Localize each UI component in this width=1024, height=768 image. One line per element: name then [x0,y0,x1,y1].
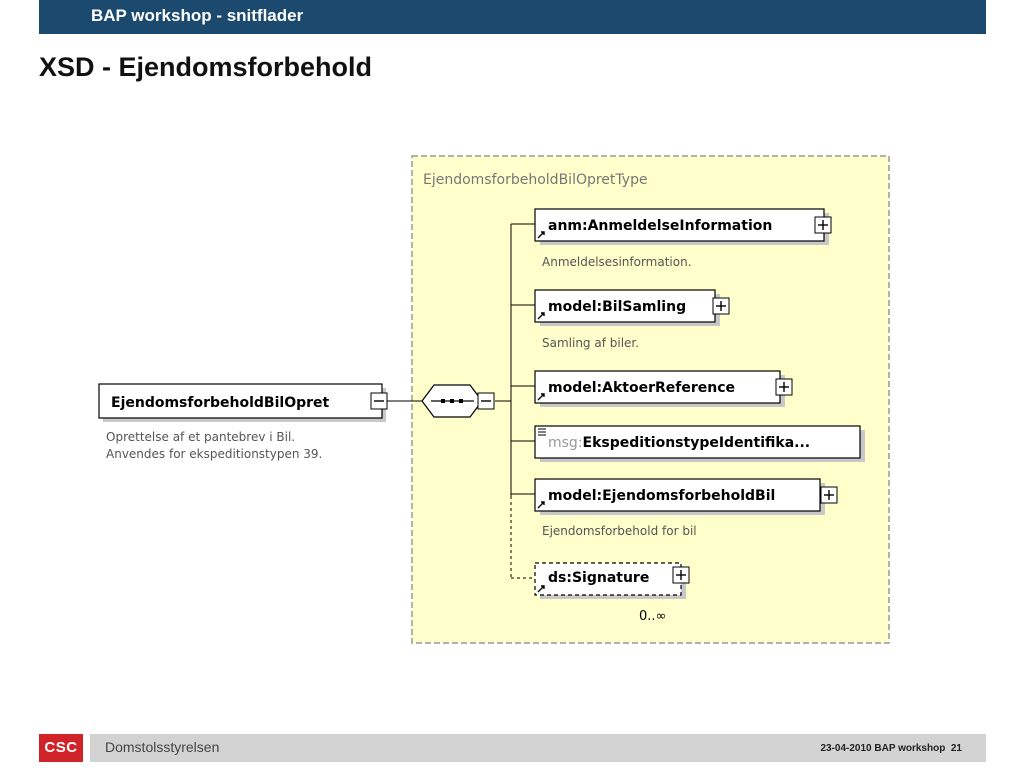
reference-arrow-icon [537,501,545,509]
collapse-icon[interactable] [477,392,495,410]
header-bar [39,0,986,34]
element-box-ejendomsforbeholdbil[interactable] [534,478,821,512]
expand-icon[interactable] [814,216,832,234]
footer-page-number: 21 [950,743,962,754]
element-local-name: EkspeditionstypeIdentifika... [583,435,811,451]
expand-icon[interactable] [820,486,838,504]
footer-date: 23-04-2010 [820,743,872,754]
header-title: BAP workshop - snitflader [91,6,304,25]
footer-event: BAP workshop [874,743,946,754]
element-doc-ejendomsforbeholdbil: Ejendomsforbehold for bil [542,524,697,538]
footer-meta: 23-04-2010 BAP workshop 21 [820,743,962,754]
expand-icon[interactable] [712,297,730,315]
element-name-aktoerreference: model:AktoerReference [548,380,735,396]
footer-organization: Domstolsstyrelsen [105,739,220,755]
reference-arrow-icon [537,231,545,239]
root-doc-line1: Oprettelse af et pantebrev i Bil. [106,430,295,444]
element-name-anmeldelse: anm:AnmeldelseInformation [548,218,772,234]
csc-logo: CSC [39,734,83,762]
element-box-ekspeditionstype[interactable] [534,425,861,459]
reference-arrow-icon [537,312,545,320]
element-doc-anmeldelse: Anmeldelsesinformation. [542,255,692,269]
element-name-bilsamling: model:BilSamling [548,299,686,315]
root-element-name: EjendomsforbeholdBilOpret [111,395,330,411]
element-name-signature: ds:Signature [548,570,649,586]
element-box-aktoerreference[interactable] [534,370,781,404]
expand-icon[interactable] [775,378,793,396]
sequence-compositor-icon[interactable] [421,384,483,418]
complex-type-label: EjendomsforbeholdBilOpretType [423,172,648,188]
root-doc-line2: Anvendes for ekspeditionstypen 39. [106,447,322,461]
footer-bar [90,734,986,762]
element-box-bilsamling[interactable] [534,289,716,323]
simple-content-icon [538,428,546,436]
element-prefix-msg: msg: [548,435,583,451]
cardinality-label: 0..∞ [639,609,666,624]
expand-icon[interactable] [672,566,690,584]
element-doc-bilsamling: Samling af biler. [542,336,639,350]
reference-arrow-icon [537,585,545,593]
element-name-ejendomsforbeholdbil: model:EjendomsforbeholdBil [548,488,775,504]
csc-logo-text: CSC [44,739,78,756]
collapse-icon[interactable] [370,392,388,410]
root-element-box[interactable] [98,383,383,419]
element-name-ekspeditionstype: msg:EkspeditionstypeIdentifika... [548,435,810,451]
reference-arrow-icon [537,393,545,401]
element-box-anmeldelse[interactable] [534,208,825,242]
slide-title: XSD - Ejendomsforbehold [39,52,373,82]
